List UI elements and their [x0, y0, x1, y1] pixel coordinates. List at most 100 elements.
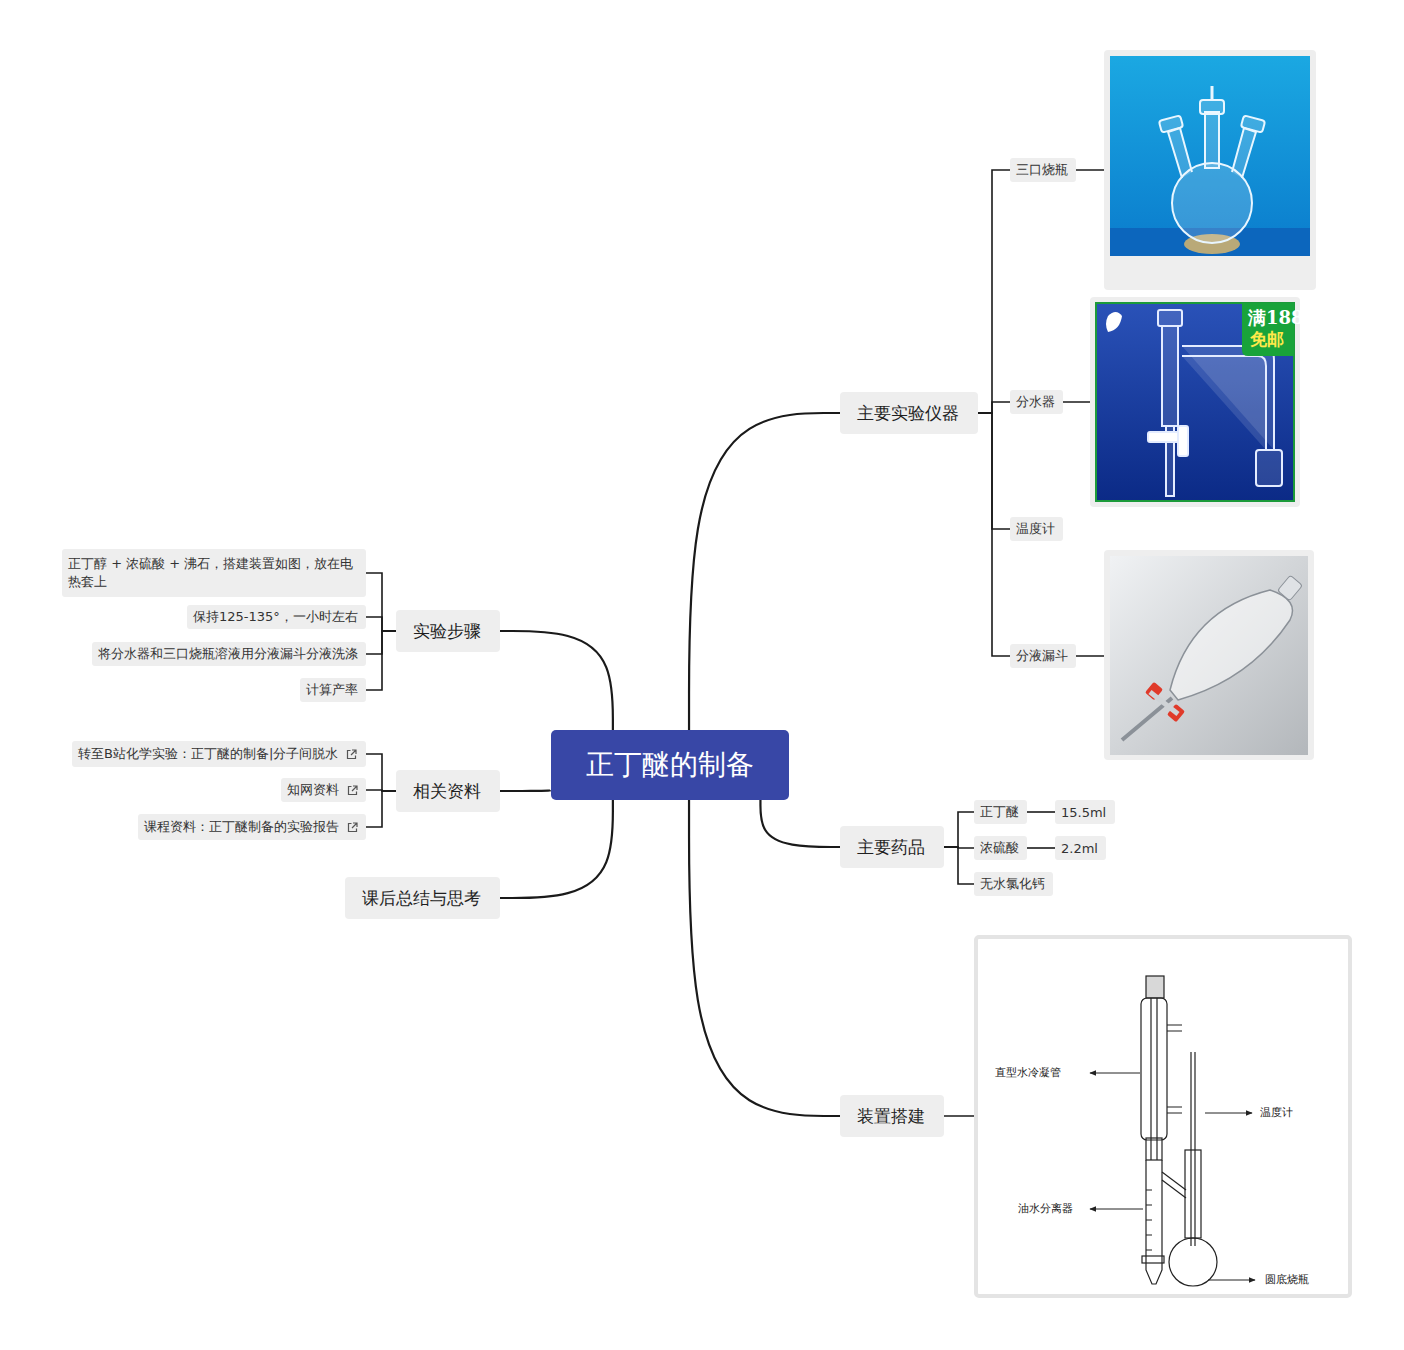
node-text: 主要实验仪器	[857, 402, 959, 425]
node-text: 正丁醚	[980, 803, 1019, 821]
node-text: 浓硫酸	[980, 839, 1019, 857]
link-icon-part	[352, 786, 357, 791]
branch-curve	[760, 800, 840, 847]
node-text: 知网资料	[287, 781, 339, 799]
illustration-part	[1090, 297, 1300, 507]
badge-text: 满188	[1248, 309, 1304, 327]
branch-curve	[500, 800, 613, 898]
illustration-part	[1232, 128, 1256, 178]
illustration-part	[1178, 426, 1188, 456]
apparatus-drawing	[976, 937, 1350, 1296]
bracket-line	[944, 847, 974, 884]
illustration-part	[1162, 1172, 1186, 1190]
illustration-part	[1277, 575, 1302, 601]
illustration-part	[1146, 976, 1164, 998]
illustration-part	[976, 937, 1350, 1296]
link-icon-part	[351, 750, 356, 755]
badge-text: 免邮	[1250, 331, 1284, 348]
link-icon-part	[348, 750, 356, 758]
node-text: 2.2ml	[1061, 841, 1098, 856]
illustration-part	[1190, 1052, 1191, 1246]
illustration-part	[1167, 1025, 1182, 1031]
illustration-part	[1096, 303, 1294, 501]
node-text: 课程资料：正丁醚制备的实验报告	[144, 818, 339, 836]
branch-topic: 装置搭建	[840, 1095, 944, 1137]
illustration-part	[1182, 346, 1274, 450]
step-topic: 将分水器和三口烧瓶溶液用分液漏斗分液洗涤	[92, 642, 366, 666]
illustration-part	[1169, 1238, 1217, 1286]
illustration-part	[1256, 450, 1282, 486]
node-text: 正丁醇 + 浓硫酸 + 沸石，搭建装置如图，放在电热套上	[68, 556, 353, 589]
illustration-part	[1170, 590, 1293, 700]
illustration-part	[1106, 312, 1122, 332]
illustration-part	[1110, 556, 1308, 755]
node-text: 实验步骤	[413, 620, 481, 643]
central-topic: 正丁醚的制备	[551, 730, 789, 800]
sub-topic: 分液漏斗	[1010, 644, 1076, 668]
illustration-part	[1167, 1107, 1182, 1113]
illustration-part	[1090, 1073, 1140, 1074]
illustration-part	[1205, 112, 1219, 168]
illustration-part	[1141, 998, 1167, 1140]
link-icon-part	[349, 823, 357, 831]
illustration-part	[1182, 356, 1266, 450]
link-icon	[347, 785, 358, 796]
bracket-line	[366, 631, 396, 690]
node-text: 三口烧瓶	[1016, 161, 1068, 179]
illustration-part	[1162, 326, 1178, 426]
illustration-part	[1168, 128, 1192, 178]
illustration-part	[1159, 115, 1183, 132]
node-text: 计算产率	[306, 681, 358, 699]
illustration-part	[1142, 1256, 1164, 1263]
node-text: 15.5ml	[1061, 805, 1106, 820]
node-text: 转至B站化学实验：正丁醚的制备|分子间脱水	[78, 745, 338, 763]
link-topic: 课程资料：正丁醚制备的实验报告	[138, 814, 366, 840]
link-icon-part	[352, 823, 357, 828]
step-topic: 正丁醇 + 浓硫酸 + 沸石，搭建装置如图，放在电热套上	[62, 549, 366, 597]
step-topic: 计算产率	[300, 678, 366, 702]
node-text: 保持125-135°，一小时左右	[193, 608, 358, 626]
bracket-line	[366, 573, 396, 631]
illustration-part	[1159, 100, 1265, 243]
bracket-line	[978, 413, 1010, 656]
illustration-part	[1200, 100, 1224, 114]
bracket-line	[1027, 811, 1055, 813]
link-icon-part	[349, 786, 357, 794]
link-topic: 知网资料	[281, 778, 366, 802]
illustration-part	[1194, 1052, 1195, 1246]
node-text: 分液漏斗	[1016, 647, 1068, 665]
sub-topic: 分水器	[1010, 390, 1063, 414]
branch-curve	[500, 789, 551, 792]
bracket-line	[366, 631, 396, 654]
bracket-line	[366, 617, 396, 631]
part-label: 温度计	[1260, 1107, 1293, 1118]
illustration-part	[1104, 550, 1314, 760]
node-text: 相关资料	[413, 780, 481, 803]
node-text: 无水氯化钙	[980, 875, 1045, 893]
illustration-part	[1156, 998, 1157, 1160]
branch-topic: 主要药品	[840, 826, 944, 868]
bracket-line	[1027, 847, 1055, 849]
step-topic: 保持125-135°，一小时左右	[187, 605, 366, 629]
node-text: 温度计	[1016, 520, 1055, 538]
funnel-photo	[1104, 550, 1314, 760]
part-label: 直型水冷凝管	[995, 1067, 1061, 1078]
bracket-line	[366, 791, 396, 827]
branch-topic: 主要实验仪器	[840, 392, 978, 434]
branch-curve	[689, 800, 840, 1116]
sub-topic: 温度计	[1010, 517, 1063, 541]
sub-topic: 无水氯化钙	[974, 872, 1053, 896]
illustration-part	[1090, 1209, 1143, 1210]
sub-topic: 三口烧瓶	[1010, 158, 1076, 182]
illustration-part	[1185, 1150, 1201, 1238]
illustration-part	[1141, 976, 1217, 1286]
node-text: 课后总结与思考	[362, 887, 481, 910]
part-label: 油水分离器	[1018, 1203, 1073, 1214]
illustration-part	[1158, 310, 1182, 326]
sub-topic: 正丁醚	[974, 800, 1027, 824]
node-text: 主要药品	[857, 836, 925, 859]
